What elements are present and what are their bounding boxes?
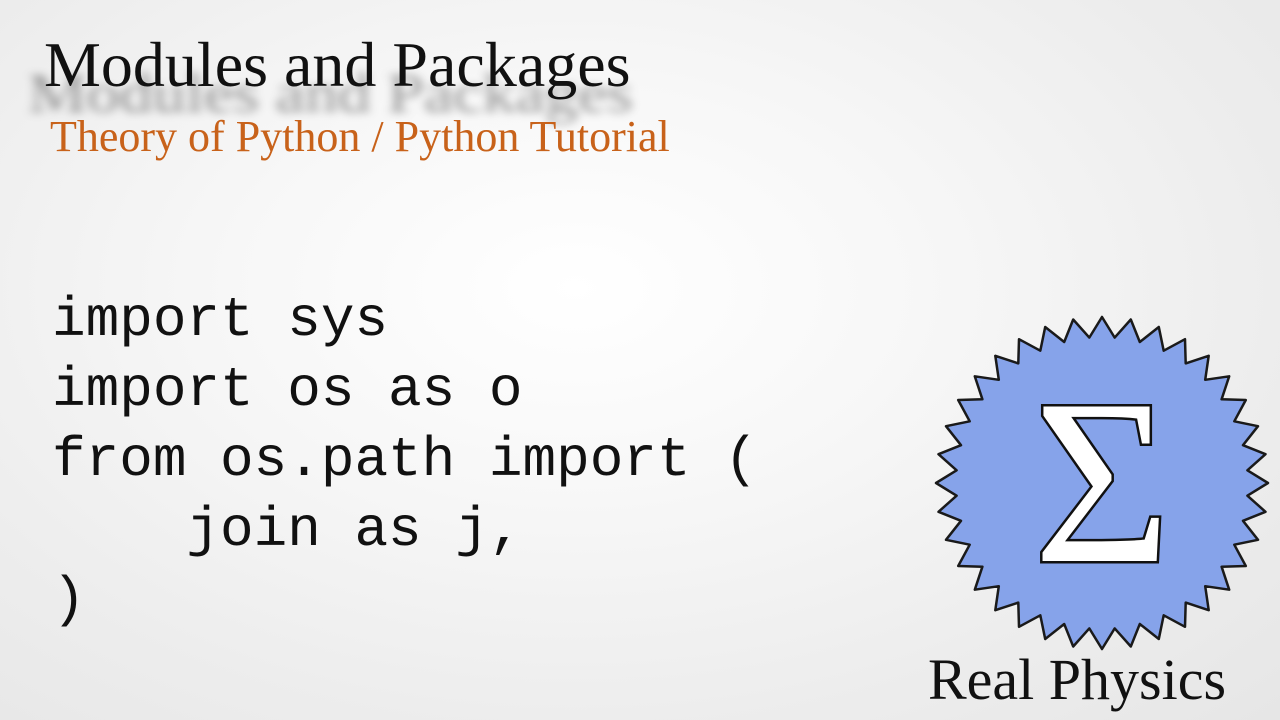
code-line: join as j,: [52, 498, 523, 562]
code-line: import sys: [52, 288, 389, 352]
title-shadow: Modules and Packages: [28, 62, 633, 125]
sigma-symbol: Σ: [1033, 352, 1170, 613]
code-line: import os as o: [52, 358, 523, 422]
code-line: from os.path import (: [52, 428, 758, 492]
page-subtitle: Theory of Python / Python Tutorial: [50, 112, 670, 161]
sigma-badge-icon: Σ: [934, 315, 1270, 651]
brand-name: Real Physics: [928, 647, 1227, 712]
page-title: Modules and Packages: [44, 29, 631, 100]
code-line: ): [52, 568, 86, 632]
badge-shape: [934, 315, 1270, 651]
